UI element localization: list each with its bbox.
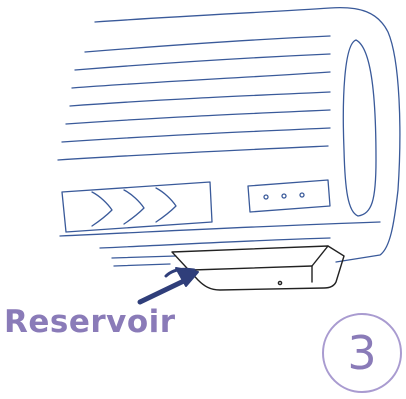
vent-slat xyxy=(58,146,328,160)
reservoir-tray xyxy=(172,246,344,290)
button-chevron xyxy=(124,190,144,224)
floor-line xyxy=(112,256,176,258)
button-panel xyxy=(62,182,212,232)
button-chevron xyxy=(156,188,176,222)
reservoir-label: Reservoir xyxy=(4,304,176,340)
floor-line xyxy=(114,264,170,266)
indicator-dot xyxy=(300,193,304,197)
base-edge xyxy=(100,238,330,248)
housing-outline xyxy=(95,8,400,262)
vent-slat xyxy=(62,128,330,142)
vent-slat xyxy=(75,54,330,70)
indicator-panel xyxy=(248,180,330,212)
vent-slat xyxy=(66,110,330,124)
indicator-dot xyxy=(264,195,268,199)
vent-slat xyxy=(70,92,330,106)
vent-slat xyxy=(72,72,330,88)
pointer-arrow xyxy=(140,268,198,302)
device-body xyxy=(58,8,400,266)
step-badge: 3 xyxy=(322,313,402,393)
button-chevron xyxy=(92,192,112,226)
step-number: 3 xyxy=(324,315,400,391)
indicator-dot xyxy=(282,194,286,198)
side-panel xyxy=(343,40,376,216)
vent-slat xyxy=(85,36,330,52)
